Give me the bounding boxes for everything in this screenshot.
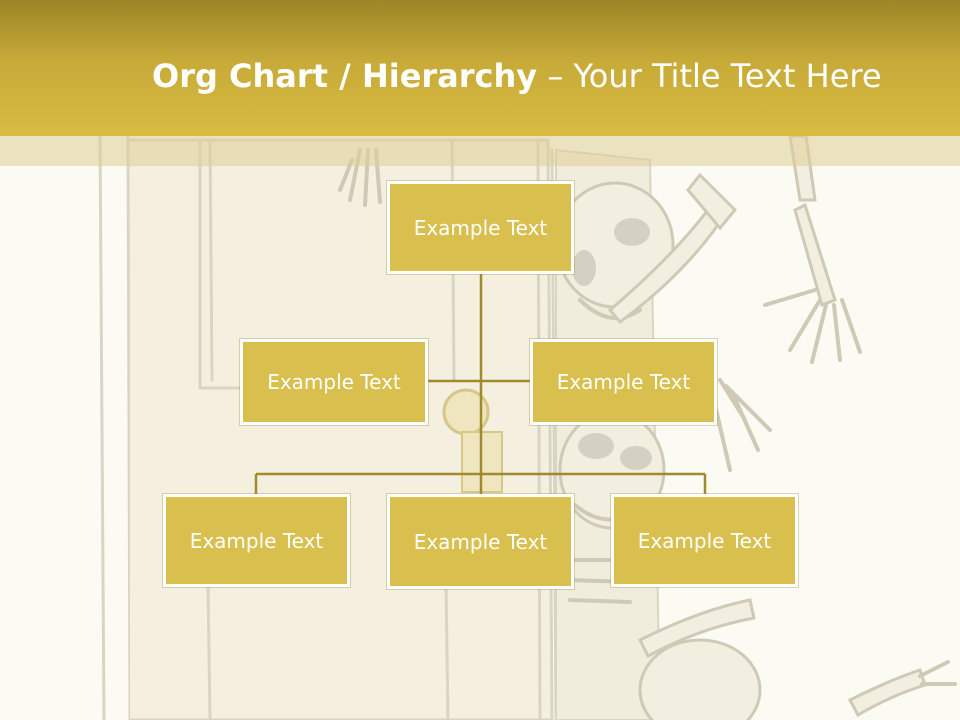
org-node-level2-left[interactable]: Example Text xyxy=(240,339,428,425)
slide-title: Org Chart / Hierarchy – Your Title Text … xyxy=(152,56,932,100)
org-node-top[interactable]: Example Text xyxy=(387,181,574,274)
title-bar-band xyxy=(0,136,960,166)
org-node-level3-left[interactable]: Example Text xyxy=(163,494,350,587)
org-node-level2-right[interactable]: Example Text xyxy=(530,339,717,425)
org-node-label: Example Text xyxy=(267,370,401,394)
title-text: Your Title Text Here xyxy=(573,57,882,95)
org-node-label: Example Text xyxy=(637,528,772,553)
org-node-top-label: Example Text xyxy=(413,215,548,240)
org-node-label: Example Text xyxy=(189,528,324,553)
org-node-label: Example Text xyxy=(556,370,691,394)
title-separator: – xyxy=(547,57,564,95)
org-node-label: Example Text xyxy=(413,529,548,554)
title-bar xyxy=(0,0,960,136)
org-node-level3-center[interactable]: Example Text xyxy=(387,494,574,589)
org-node-level3-right[interactable]: Example Text xyxy=(611,494,798,587)
title-bold: Org Chart / Hierarchy xyxy=(152,57,538,95)
